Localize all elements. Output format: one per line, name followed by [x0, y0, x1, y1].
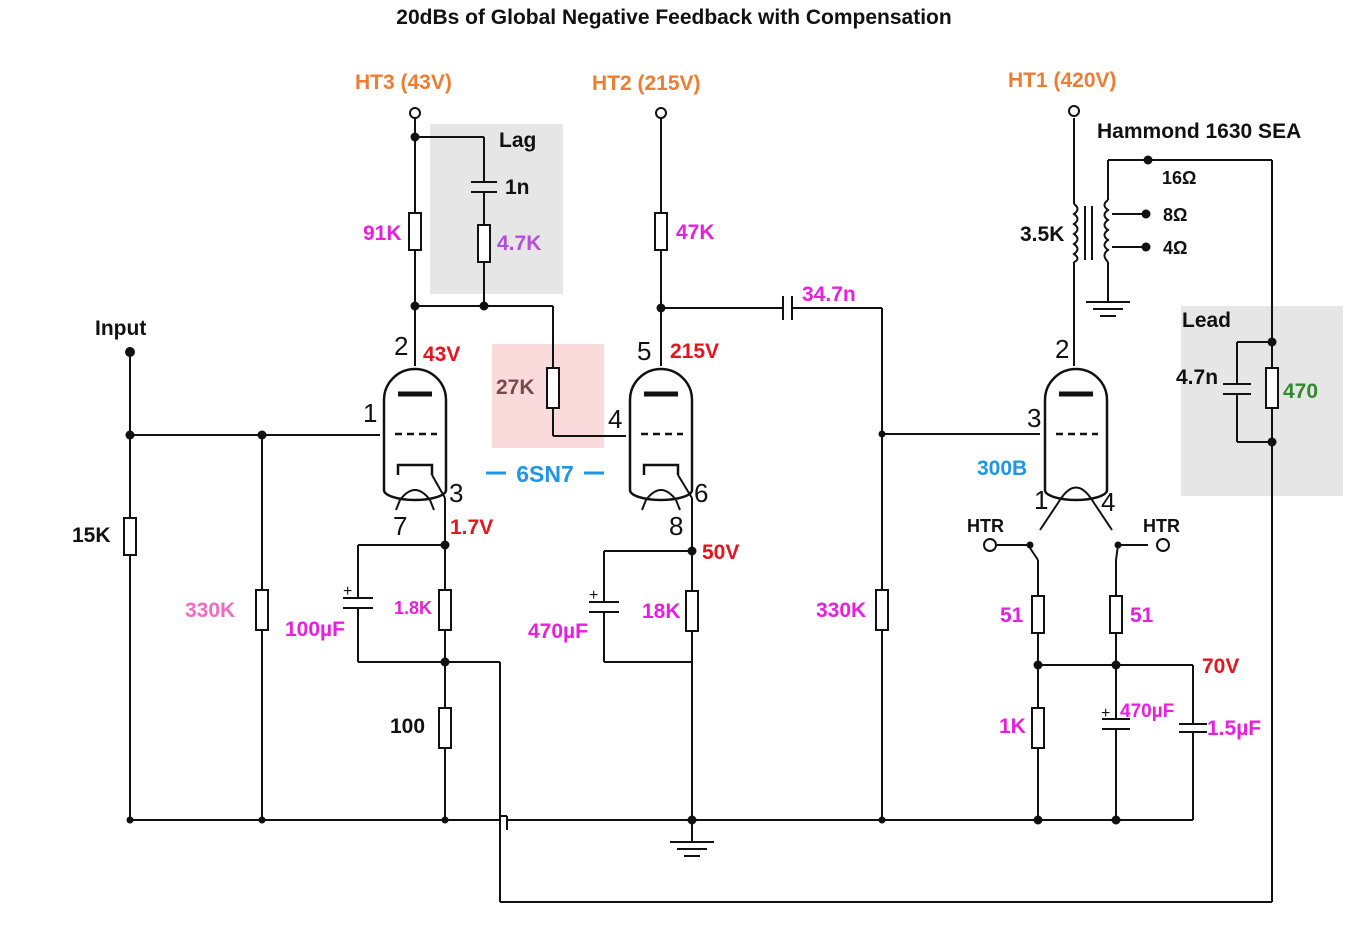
lead-label: Lead [1182, 309, 1231, 332]
resistor-330k-b [875, 589, 889, 631]
transformer-ground-icon [1086, 301, 1130, 317]
r-1k-label: 1K [999, 715, 1026, 738]
resistor-91k [408, 212, 422, 251]
r-330k-a-label: 330K [185, 599, 235, 622]
r-470-label: 470 [1283, 380, 1318, 403]
t3-fil-a-pin: 1 [1034, 485, 1048, 515]
resistor-18k [685, 590, 699, 632]
tube-6sn7-a-icon [382, 367, 448, 511]
c-1u5-label: 1.5µF [1207, 717, 1261, 740]
capacitor-100uf: + [343, 583, 373, 609]
resistor-27k [546, 367, 560, 409]
r-18k-label: 18K [642, 600, 681, 623]
lead-box [1181, 306, 1343, 496]
t2-grid-pin: 4 [608, 404, 622, 434]
tube-6sn7-b-icon [628, 367, 694, 511]
resistor-1k [1031, 707, 1045, 749]
ht1-terminal[interactable] [1068, 105, 1080, 117]
resistor-330k-a [255, 589, 269, 631]
resistor-470-lead [1265, 367, 1279, 409]
resistor-15k [123, 517, 137, 556]
capacitor-1n-lag [471, 181, 497, 193]
t2-cathode-pin: 6 [694, 478, 708, 508]
capacitor-470uf-b: + [1101, 665, 1130, 730]
r-27k-label: 27K [496, 376, 535, 399]
t1-cathode-pin: 3 [449, 478, 463, 508]
tap-8-label: 8Ω [1163, 205, 1187, 225]
t1-plate-pin: 2 [394, 331, 408, 361]
r-51-b-label: 51 [1130, 604, 1154, 627]
tap-16-label: 16Ω [1162, 168, 1196, 188]
t1-grid-pin: 1 [363, 398, 377, 428]
r-47k-label: 47K [676, 221, 715, 244]
resistor-51-a [1031, 595, 1045, 634]
ht2-label: HT2 (215V) [592, 72, 701, 95]
r-100-label: 100 [390, 715, 425, 738]
svg-text:+: + [343, 583, 352, 600]
resistor-100 [438, 707, 452, 749]
c-1n-label: 1n [505, 176, 530, 199]
tube-6sn7-label-group: 6SN7 [486, 461, 604, 487]
diagram-title: 20dBs of Global Negative Feedback with C… [396, 6, 951, 29]
ground-icon [670, 841, 714, 857]
htr-left-terminal[interactable] [983, 538, 997, 552]
r-330k-b-label: 330K [816, 599, 866, 622]
htr-left-label: HTR [967, 516, 1004, 536]
transformer-label: Hammond 1630 SEA [1097, 120, 1301, 143]
input-label: Input [95, 317, 146, 340]
c-34n7-label: 34.7n [802, 283, 856, 306]
tap-4-label: 4Ω [1163, 238, 1187, 258]
resistor-1k8 [438, 589, 452, 631]
t1-heater-pin: 7 [393, 511, 407, 541]
htr-right-label: HTR [1143, 516, 1180, 536]
c-100uf-label: 100µF [285, 618, 345, 641]
tube-6sn7-label: 6SN7 [516, 461, 574, 487]
r-3k5-label: 3.5K [1020, 223, 1064, 246]
r-15k-label: 15K [72, 524, 111, 547]
htr-right-terminal[interactable] [1156, 538, 1170, 552]
c-4n7-label: 4.7n [1176, 366, 1218, 389]
resistor-47k [654, 212, 668, 251]
v-43-label: 43V [423, 343, 460, 366]
capacitor-1u5 [1179, 723, 1207, 733]
svg-text:+: + [589, 587, 598, 604]
t3-plate-pin: 2 [1055, 334, 1069, 364]
lag-label: Lag [499, 129, 536, 152]
lag-box [430, 124, 563, 294]
c-470uf-a-label: 470µF [528, 620, 588, 643]
r-51-a-label: 51 [1000, 604, 1024, 627]
t2-plate-pin: 5 [637, 336, 651, 366]
c-470uf-b-label: 470µF [1120, 701, 1174, 722]
tube-300b-label: 300B [977, 457, 1027, 480]
r-91k-label: 91K [363, 222, 402, 245]
tube-300b-icon [1039, 367, 1113, 531]
ht3-label: HT3 (43V) [355, 71, 452, 94]
v-215-label: 215V [670, 340, 719, 363]
svg-text:+: + [1101, 705, 1110, 722]
r-1k8-label: 1.8K [394, 598, 432, 618]
ht3-terminal[interactable] [409, 107, 421, 119]
r-4k7-label: 4.7K [497, 232, 541, 255]
t3-grid-pin: 3 [1027, 403, 1041, 433]
output-transformer-icon [1072, 199, 1110, 263]
ht2-terminal[interactable] [655, 107, 667, 119]
t2-heater-pin: 8 [669, 511, 683, 541]
resistor-4k7-lag [477, 224, 491, 263]
v-50-label: 50V [702, 541, 739, 564]
v-70-label: 70V [1202, 655, 1239, 678]
capacitor-34n7 [782, 296, 793, 320]
capacitor-470uf-a: + [589, 587, 619, 613]
resistor-51-b [1109, 595, 1123, 634]
junction-dots [125, 132, 1277, 825]
t3-fil-b-pin: 4 [1101, 487, 1115, 517]
input-terminal[interactable] [125, 347, 135, 357]
capacitor-4n7-lead [1223, 383, 1251, 395]
ht1-label: HT1 (420V) [1008, 69, 1117, 92]
v-1-7-label: 1.7V [450, 516, 493, 539]
